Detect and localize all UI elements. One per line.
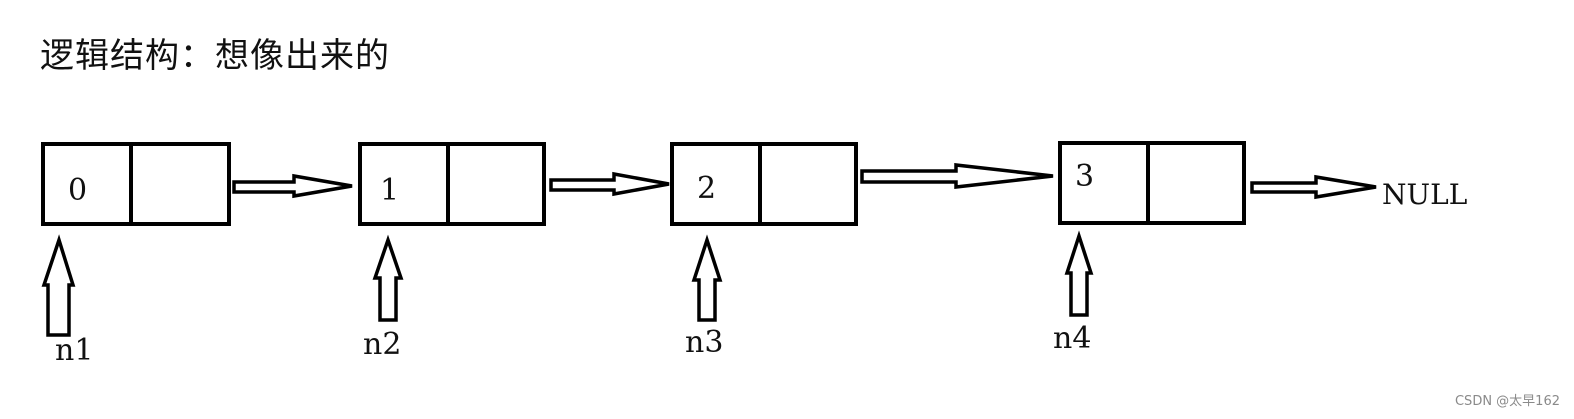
list-node: 3 <box>1058 141 1246 225</box>
pointer-label: n2 <box>363 327 401 362</box>
pointer-label: n1 <box>55 333 93 368</box>
list-node: 1 <box>358 142 546 226</box>
next-arrow-icon <box>232 173 353 199</box>
next-arrow-icon <box>549 171 670 197</box>
node-value: 2 <box>697 171 716 206</box>
pointer-label: n4 <box>1053 321 1091 356</box>
node-box <box>358 142 546 226</box>
pointer-arrow-icon <box>372 234 404 322</box>
list-node: 2 <box>670 142 858 226</box>
node-box <box>1058 141 1246 225</box>
pointer-label: n3 <box>685 325 723 360</box>
pointer-arrow-icon <box>41 234 76 337</box>
null-label: NULL <box>1382 178 1467 211</box>
node-box <box>670 142 858 226</box>
next-arrow-icon <box>860 163 1054 189</box>
pointer-arrow-icon <box>1064 230 1094 317</box>
next-arrow-icon <box>1250 174 1377 200</box>
node-box <box>41 142 231 226</box>
node-value: 0 <box>68 173 87 208</box>
node-value: 3 <box>1075 159 1094 194</box>
pointer-arrow-icon <box>691 234 723 322</box>
diagram-title: 逻辑结构：想像出来的 <box>40 36 390 76</box>
list-node: 0 <box>41 142 231 226</box>
watermark: CSDN @太早162 <box>1454 394 1560 409</box>
node-value: 1 <box>380 173 399 208</box>
